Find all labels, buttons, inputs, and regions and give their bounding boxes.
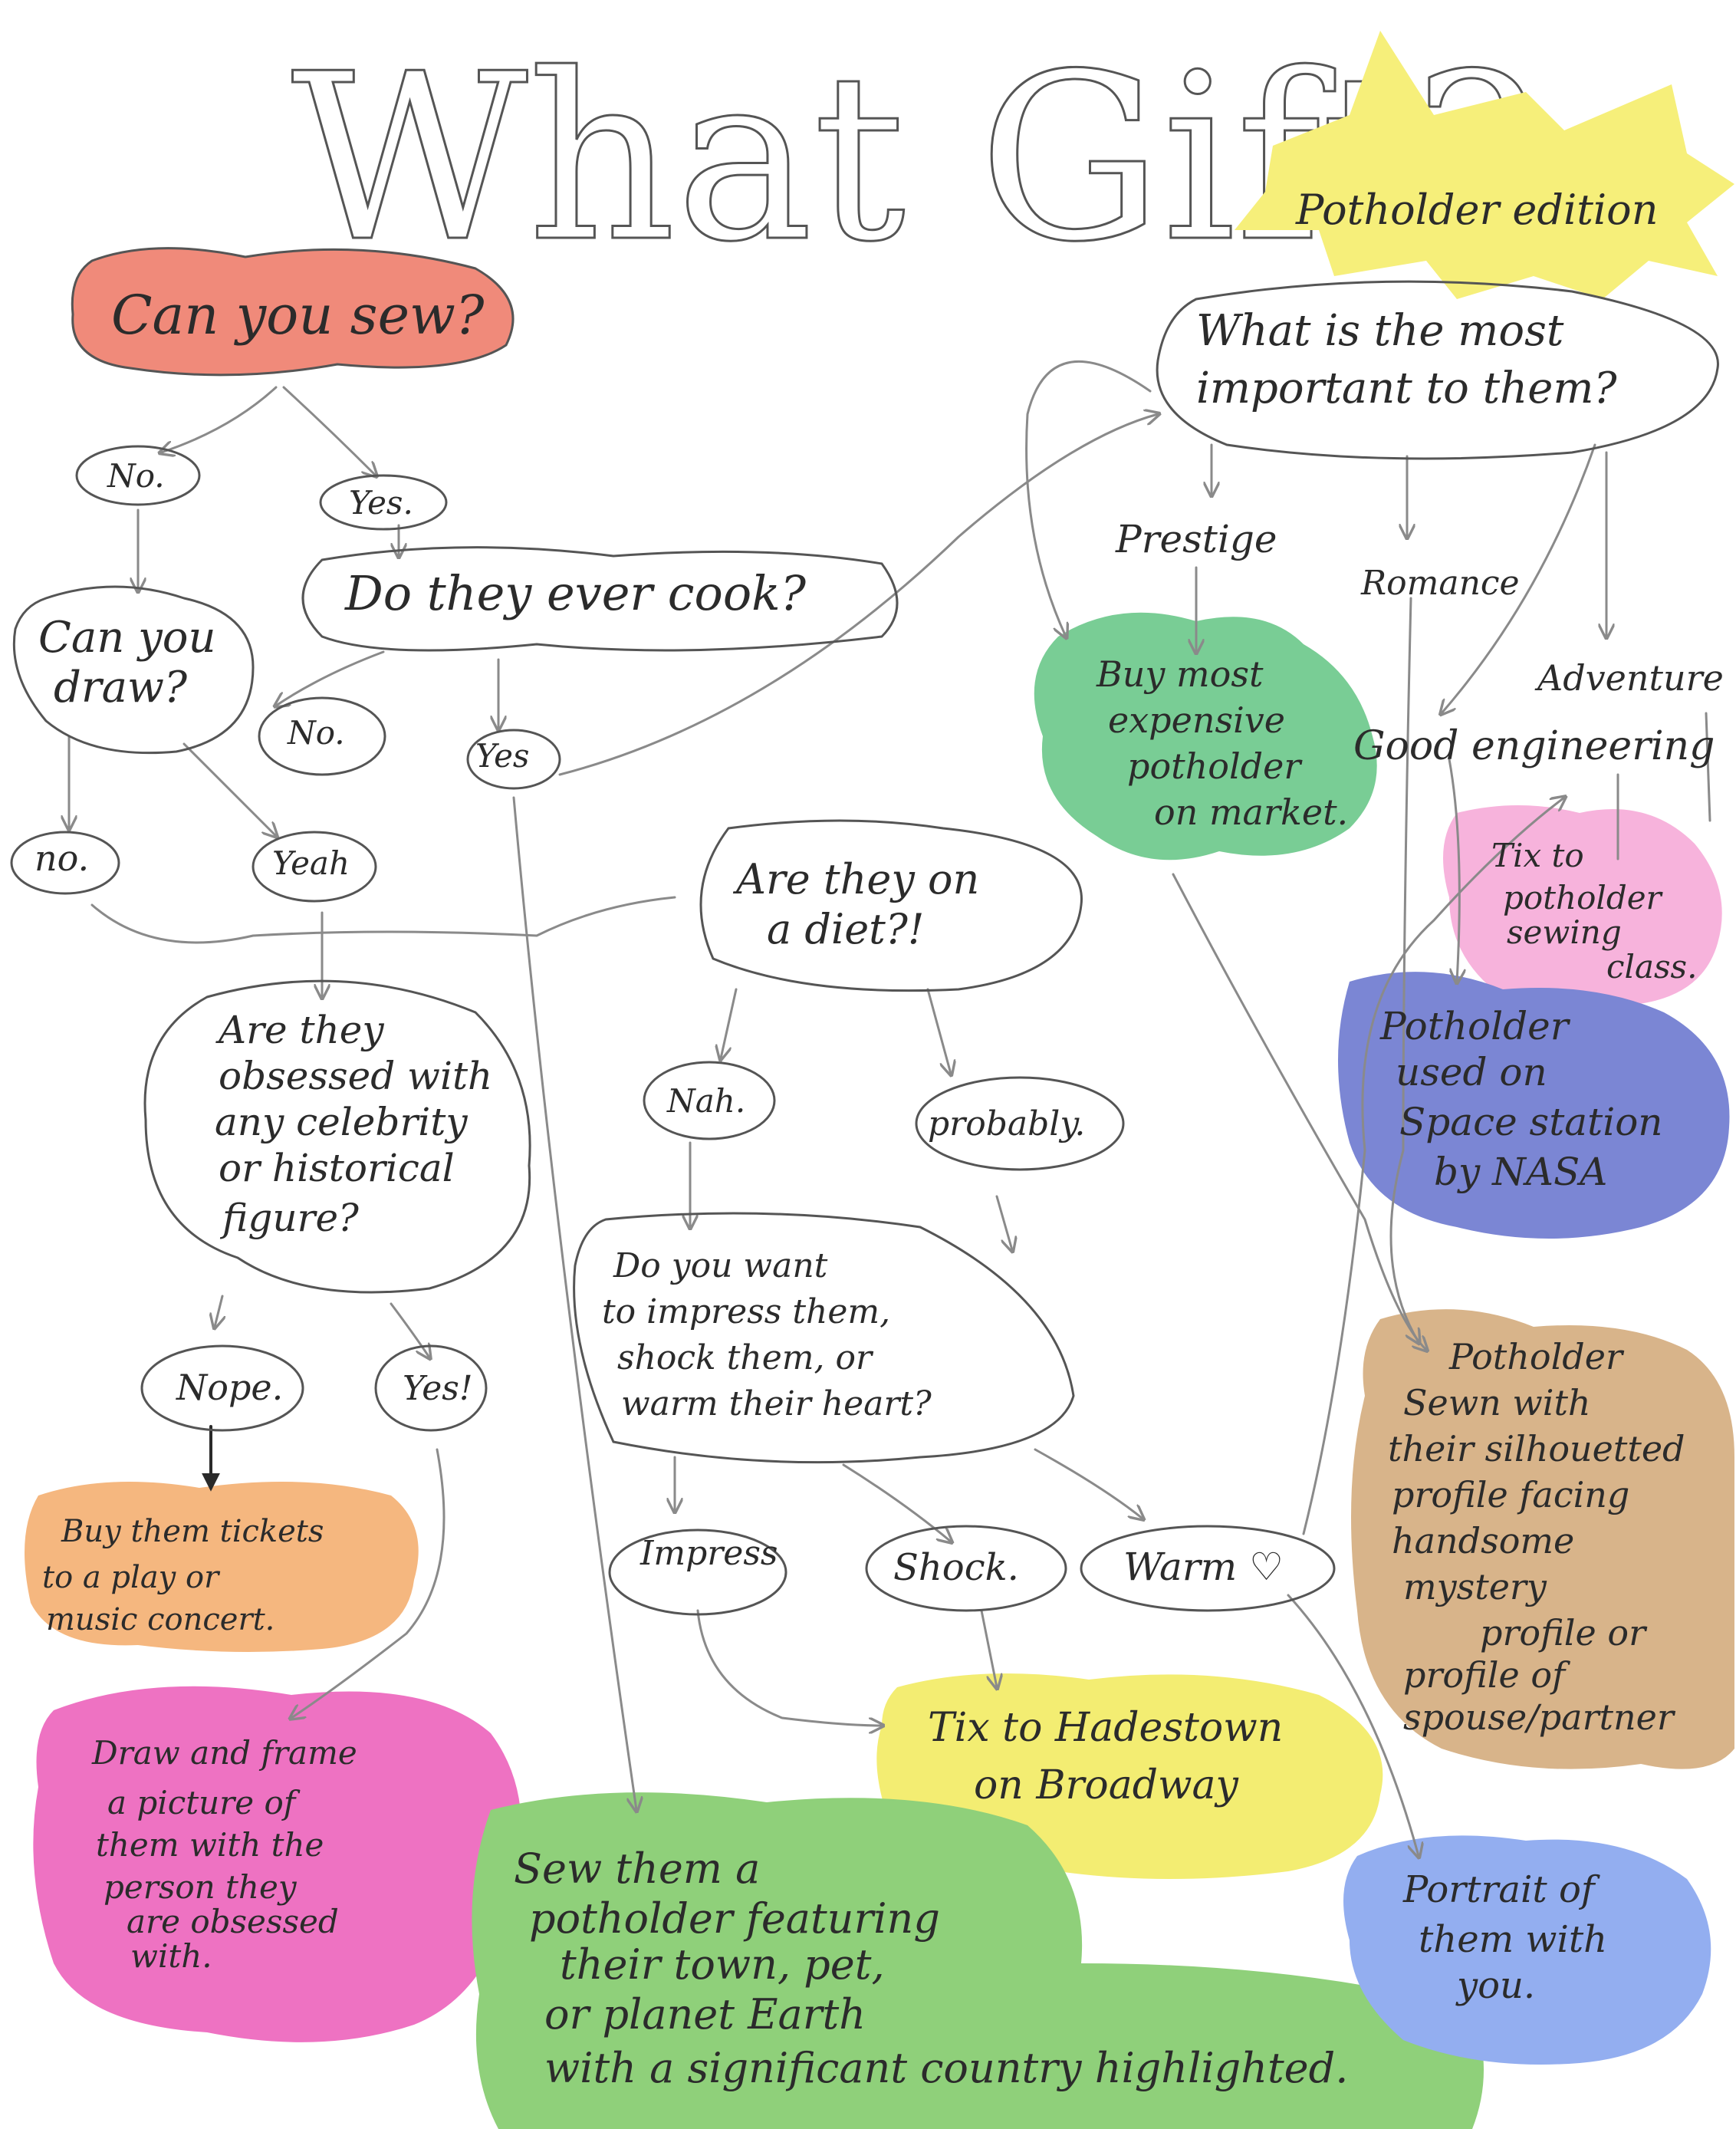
question-nodes [10, 247, 1719, 1616]
question-draw: Can you draw? [38, 613, 229, 712]
answer-warm: Warm ♡ [1123, 1545, 1284, 1589]
outcome-hadestown: Tix to Hadestown on Broadway [928, 1705, 1296, 1808]
edges [69, 360, 1711, 1856]
outcome-silhouette: Potholder Sewn with their silhouetted pr… [1388, 1336, 1696, 1738]
outcome-silhouette-fill [1351, 1309, 1734, 1769]
outcome-expensive: Buy most expensive potholder on market. [1096, 653, 1348, 833]
outcome-portrait: Portrait of them with you. [1402, 1868, 1619, 2007]
outcome-tickets-fill [25, 1482, 419, 1652]
answer-probably-diet: probably. [928, 1104, 1085, 1143]
outcome-sew-potholder-fill [472, 1792, 1484, 2129]
question-obsessed: Are they obsessed with any celebrity or … [215, 1008, 505, 1240]
answer-good-engineering: Good engineering [1353, 723, 1715, 769]
answer-shock: Shock. [893, 1546, 1019, 1589]
answer-prestige: Prestige [1115, 517, 1277, 561]
question-cook: Do they ever cook? [344, 565, 807, 621]
filled-blobs [25, 248, 1734, 2129]
answer-nah-diet: Nah. [666, 1082, 745, 1120]
outcome-tickets: Buy them tickets to a play or music conc… [42, 1514, 334, 1637]
outcome-portrait-fill [1343, 1835, 1711, 2065]
question-impress: Do you want to impress them, shock them,… [602, 1246, 932, 1423]
answer-impress: Impress [639, 1534, 778, 1573]
edition-starburst [1235, 31, 1734, 299]
node-labels: Can you sew? No. Yes. Can you draw? Do t… [35, 284, 1724, 1589]
answer-no-sew: No. [107, 457, 165, 495]
answer-no-draw: no. [35, 837, 89, 879]
answer-yes-cook: Yes [475, 737, 530, 775]
outcome-draw-frame-fill [33, 1686, 522, 2042]
answer-yes-sew: Yes. [349, 484, 413, 522]
outcome-nasa-fill [1338, 972, 1730, 1239]
outcome-sewing-class-fill [1443, 805, 1722, 1011]
title-block: What Gift? Potholder edition [291, 24, 1734, 299]
outcome-sew-potholder: Sew them a potholder featuring their tow… [514, 1844, 1348, 2092]
answer-nope-obsessed: Nope. [176, 1367, 283, 1408]
answer-yes-obsessed: Yes! [403, 1369, 473, 1408]
answer-adventure: Adventure [1534, 657, 1724, 699]
outcome-expensive-fill [1034, 612, 1377, 860]
answer-no-cook: No. [287, 714, 345, 752]
question-most-important: What is the most important to them? [1196, 306, 1617, 413]
start-question: Can you sew? [111, 284, 485, 347]
edition-label: Potholder edition [1295, 186, 1658, 234]
answer-romance: Romance [1360, 564, 1520, 603]
outcome-labels: Buy most expensive potholder on market. … [42, 653, 1697, 2092]
answer-yeah-draw: Yeah [272, 844, 350, 882]
outcome-nasa: Potholder used on Space station by NASA [1379, 1004, 1675, 1194]
question-diet: Are they on a diet?! [732, 855, 993, 953]
start-node-fill [72, 248, 514, 375]
outcome-sewing-class: Tix to potholder sewing class. [1491, 837, 1697, 986]
outcome-draw-frame: Draw and frame a picture of them with th… [91, 1734, 367, 1975]
